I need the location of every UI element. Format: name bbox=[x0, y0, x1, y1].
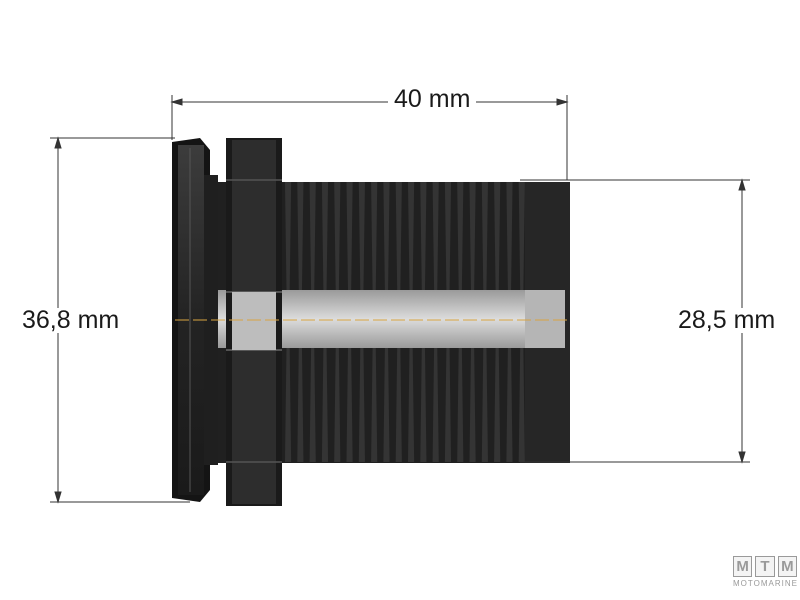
thread-tooth bbox=[334, 182, 341, 290]
thread-tooth bbox=[444, 182, 452, 290]
thread-tooth bbox=[309, 348, 316, 462]
thread-tooth bbox=[506, 348, 513, 462]
thread-tooth bbox=[432, 348, 439, 462]
thread-diameter-label: 28,5 mm bbox=[678, 306, 776, 334]
thread-tooth bbox=[346, 182, 353, 290]
thread-tooth bbox=[457, 182, 464, 290]
thread-tooth bbox=[469, 182, 476, 290]
thread-tooth bbox=[371, 348, 378, 462]
thread-tooth bbox=[432, 182, 439, 290]
thread-tooth bbox=[506, 182, 513, 290]
thread-tooth bbox=[481, 348, 488, 462]
watermark-letter: M bbox=[733, 556, 753, 577]
thread-tooth bbox=[285, 182, 292, 290]
thread-tooth bbox=[285, 348, 292, 462]
thread-tooth bbox=[494, 182, 501, 290]
thread-tooth bbox=[518, 348, 525, 462]
length-dimension-label: 40 mm bbox=[388, 87, 477, 112]
thread-tooth bbox=[334, 348, 341, 462]
thread-teeth-bottom bbox=[285, 348, 525, 462]
thread-tooth bbox=[420, 348, 427, 462]
thread-tooth bbox=[518, 182, 525, 290]
thread-tooth bbox=[383, 182, 390, 290]
thread-tooth bbox=[420, 182, 427, 290]
watermark-letter: T bbox=[755, 556, 775, 577]
thread-tooth bbox=[457, 348, 464, 462]
watermark-letter: M bbox=[777, 556, 797, 577]
watermark-subtitle: MOTOMARINE bbox=[733, 579, 798, 588]
thread-tooth bbox=[395, 182, 402, 290]
thread-tooth bbox=[321, 348, 329, 462]
thread-tooth bbox=[371, 182, 378, 290]
thread-tooth bbox=[309, 182, 316, 290]
flange-diameter-label: 36,8 mm bbox=[22, 306, 120, 334]
thread-tooth bbox=[358, 182, 365, 290]
thread-tooth bbox=[408, 348, 415, 462]
thread-tooth bbox=[408, 182, 415, 290]
thread-tooth bbox=[444, 348, 452, 462]
dimension-lines bbox=[50, 95, 750, 504]
thread-tooth bbox=[346, 348, 353, 462]
motomarine-watermark: M T M MOTOMARINE bbox=[733, 556, 797, 588]
thread-tooth bbox=[395, 348, 402, 462]
thread-teeth-top bbox=[285, 182, 525, 290]
thread-tooth bbox=[297, 182, 304, 290]
thread-tooth bbox=[297, 348, 304, 462]
lock-nut bbox=[226, 138, 282, 506]
thread-tooth bbox=[481, 182, 488, 290]
thread-tooth bbox=[358, 348, 365, 462]
thread-tooth bbox=[383, 348, 390, 462]
thread-tooth bbox=[494, 348, 501, 462]
thread-tooth bbox=[469, 348, 476, 462]
thread-tooth bbox=[321, 182, 329, 290]
